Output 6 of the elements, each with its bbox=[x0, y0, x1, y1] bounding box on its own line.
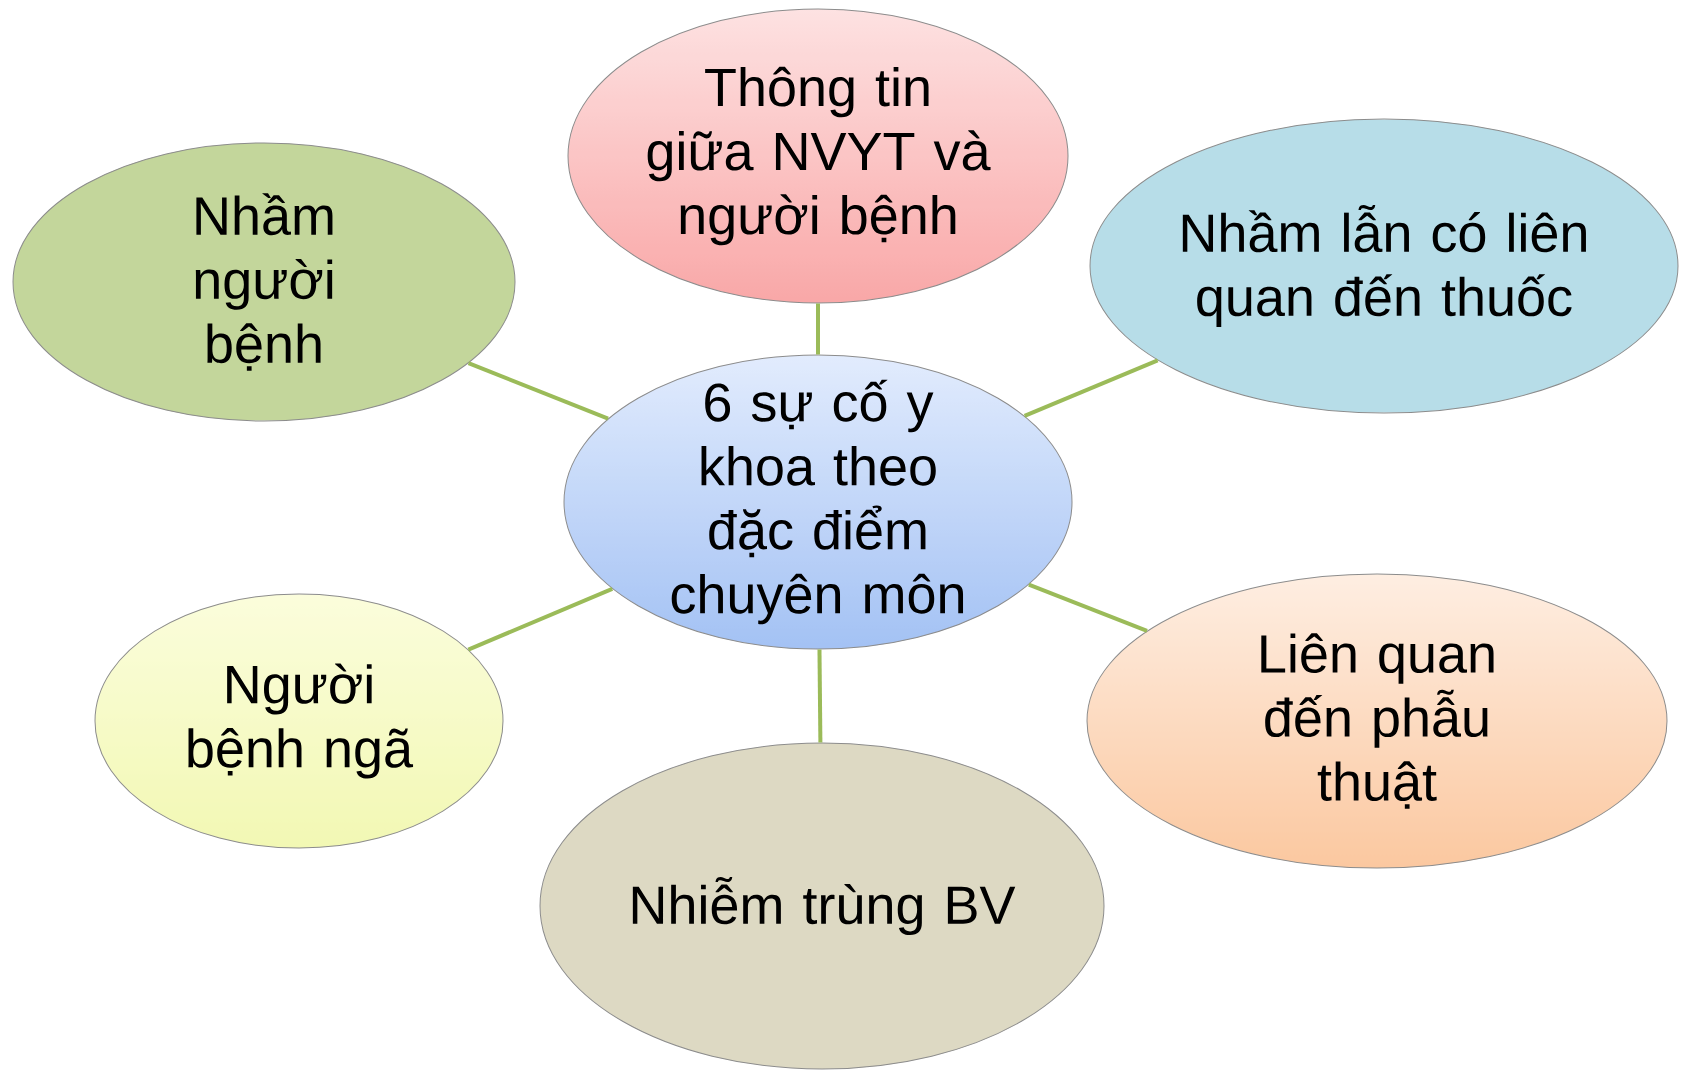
connector-line bbox=[467, 361, 609, 421]
connector-line bbox=[817, 649, 823, 743]
connector-line bbox=[816, 303, 820, 355]
connector-line bbox=[1028, 582, 1148, 633]
connector-line bbox=[1023, 358, 1159, 418]
connector-line bbox=[467, 586, 614, 652]
